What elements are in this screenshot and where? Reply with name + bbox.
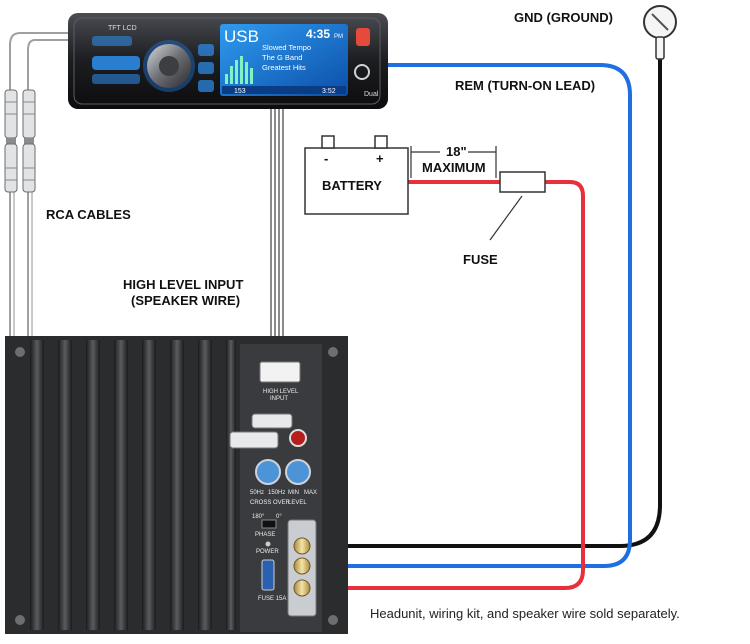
ground-terminal <box>643 5 677 60</box>
power-button[interactable] <box>354 64 370 80</box>
speaker-wire <box>270 108 284 378</box>
eject-button[interactable] <box>356 28 370 46</box>
track-line-2: The G Band <box>262 53 302 62</box>
freq-max: 150Hz <box>268 490 285 496</box>
distance-marker <box>410 146 497 178</box>
rca-plug-left <box>4 89 18 193</box>
level-max: MAX <box>304 490 317 496</box>
freq-min: 50Hz <box>250 490 264 496</box>
phase-label: PHASE <box>255 532 275 538</box>
amp-fuse <box>261 559 275 591</box>
distance-value: 18" <box>446 144 467 159</box>
equalizer-graphic <box>225 56 253 84</box>
tft-badge: TFT LCD <box>108 25 137 32</box>
rca-jack-red[interactable] <box>289 429 307 447</box>
side-button-1[interactable] <box>198 44 214 56</box>
level-label: LEVEL <box>288 500 307 506</box>
ground-wire <box>318 58 662 548</box>
high-level-label-2: (SPEAKER WIRE) <box>131 293 240 308</box>
level-knob[interactable] <box>285 459 311 485</box>
clock: 4:35 <box>306 27 330 41</box>
rca-jack-plug-1[interactable] <box>251 413 293 429</box>
rem-terminal-screw[interactable] <box>293 557 311 575</box>
footnote: Headunit, wiring kit, and speaker wire s… <box>370 606 680 621</box>
fuse-pointer <box>489 195 523 241</box>
input-label-2: INPUT <box>270 396 288 402</box>
side-button-3[interactable] <box>198 80 214 92</box>
rca-plug-right <box>22 89 36 193</box>
preset-button-1[interactable] <box>92 56 140 70</box>
power-wire <box>318 180 585 590</box>
track-line-3: Greatest Hits <box>262 63 306 72</box>
track-line-1: Slowed Tempo <box>262 43 311 52</box>
high-level-label-1: HIGH LEVEL INPUT <box>123 277 243 292</box>
brand-logo: Dual <box>364 91 379 98</box>
phase-switch[interactable] <box>261 519 277 529</box>
gnd-label: GND (GROUND) <box>514 10 613 25</box>
crossover-knob[interactable] <box>255 459 281 485</box>
amplifier-panel: HIGH LEVEL INPUT 50Hz 150Hz MIN MAX CROS… <box>5 336 348 634</box>
preset-button-3[interactable] <box>92 36 132 46</box>
phase-0: 0° <box>276 514 282 520</box>
fuse-rating: FUSE 15A <box>258 596 286 602</box>
rem-label: REM (TURN-ON LEAD) <box>455 78 595 93</box>
power-led <box>265 541 271 547</box>
preset-button-2[interactable] <box>92 74 140 84</box>
battery-plus: + <box>376 151 384 166</box>
track-number: 153 <box>234 88 246 95</box>
fuse-holder <box>499 171 546 193</box>
high-level-input-port[interactable] <box>259 361 301 383</box>
battery: - + BATTERY <box>304 135 409 215</box>
power-terminal-screw[interactable] <box>293 579 311 597</box>
maximum-label: MAXIMUM <box>422 160 486 175</box>
fuse-label: FUSE <box>463 252 498 267</box>
head-unit: TFT LCD USB 4:35 PM Slowed Tempo The G B… <box>68 13 388 109</box>
level-min: MIN <box>288 490 299 496</box>
rem-wire <box>318 63 632 568</box>
battery-minus: - <box>324 151 328 166</box>
side-button-2[interactable] <box>198 62 214 74</box>
elapsed-time: 3:52 <box>322 88 336 95</box>
power-label: POWER <box>256 549 279 555</box>
rca-jack-plug-2[interactable] <box>229 431 279 449</box>
source-label: USB <box>224 27 259 46</box>
ground-terminal-screw[interactable] <box>293 537 311 555</box>
clock-suffix: PM <box>334 34 343 40</box>
crossover-label: CROSS OVER <box>250 500 291 506</box>
rca-label: RCA CABLES <box>46 207 131 222</box>
heatsink-fins <box>30 340 236 630</box>
input-label-1: HIGH LEVEL <box>263 389 299 395</box>
phase-180: 180° <box>252 514 265 520</box>
battery-label: BATTERY <box>322 178 382 193</box>
